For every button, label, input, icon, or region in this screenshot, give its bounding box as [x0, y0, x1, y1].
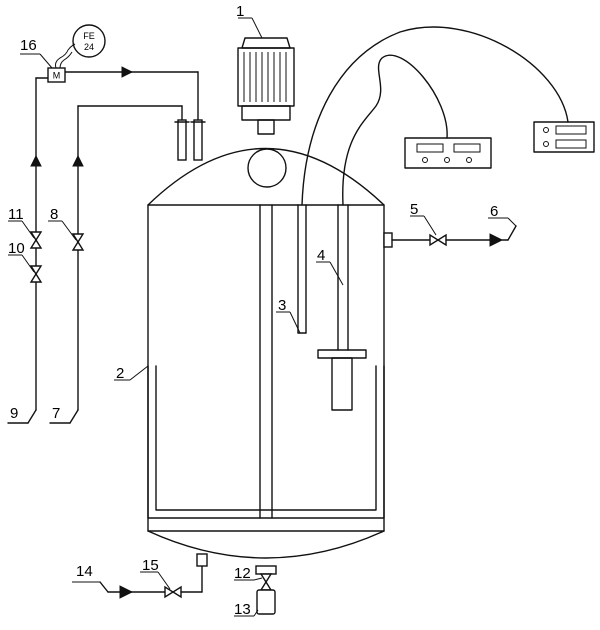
valve-15	[164, 585, 175, 599]
jacket-outer	[147, 365, 385, 519]
flow-sensor-fe24: FE 24	[72, 24, 106, 58]
motor-coupling	[257, 119, 275, 135]
bottom-drain	[255, 565, 277, 615]
callout-11: 11	[8, 206, 24, 223]
cable-to-controller-right	[301, 26, 569, 206]
callout-10: 10	[8, 240, 25, 257]
controller-right	[533, 121, 595, 153]
vessel-bottom-dome	[147, 530, 385, 559]
jacket	[147, 365, 385, 519]
callout-7: 7	[52, 405, 60, 422]
flowmeter-letter: M	[53, 71, 61, 81]
sight-glass	[247, 148, 287, 188]
agitator-shaft	[259, 204, 273, 519]
sample-bottle-13	[256, 589, 276, 615]
callout-1: 1	[236, 3, 244, 20]
flow-arrow-right	[489, 233, 504, 247]
callout-5: 5	[410, 201, 418, 218]
valve-5	[429, 233, 440, 247]
flowmeter-16: M	[47, 43, 76, 83]
controller-left	[404, 137, 492, 169]
jacket-inner	[155, 365, 377, 511]
motor-base	[241, 105, 291, 121]
callout-9: 9	[10, 405, 18, 422]
cable-to-controller-left	[342, 54, 448, 206]
callout-16: 16	[20, 37, 37, 54]
valve-15b	[171, 585, 182, 599]
flow-arrow-right	[121, 66, 134, 78]
motor-fins	[243, 52, 287, 102]
leader-lines	[8, 17, 517, 617]
pipe-line-7	[49, 105, 183, 424]
flow-arrow-up	[72, 154, 84, 167]
valve-12	[259, 573, 273, 584]
callout-3: 3	[278, 297, 286, 314]
outlet-line	[383, 225, 517, 248]
bottom-inlet-line	[99, 553, 208, 599]
flow-sensor-line1: FE	[83, 31, 95, 41]
callout-8: 8	[50, 206, 58, 223]
callout-6: 6	[490, 203, 498, 220]
valve-8	[71, 233, 85, 251]
callout-14: 14	[76, 563, 93, 580]
valve-10	[29, 265, 43, 283]
flow-arrow-up	[30, 154, 42, 167]
probe-4	[317, 204, 367, 411]
motor-cap	[241, 37, 291, 49]
callout-12: 12	[234, 565, 251, 582]
valve-5b	[436, 233, 447, 247]
top-nozzles	[174, 119, 206, 161]
probe-3	[297, 204, 307, 334]
valve-12b	[259, 580, 273, 591]
callout-labels: 1 2 3 4 5 6 7 8 9 10 11 12 13 14 15 16	[8, 3, 498, 618]
callout-15: 15	[142, 557, 159, 574]
flow-sensor-line2: 24	[84, 42, 94, 52]
callout-2: 2	[116, 365, 124, 382]
valve-11	[29, 231, 43, 249]
callout-13: 13	[234, 601, 251, 618]
callout-4: 4	[317, 247, 325, 264]
flow-arrow-right	[119, 585, 134, 599]
motor	[237, 37, 295, 135]
